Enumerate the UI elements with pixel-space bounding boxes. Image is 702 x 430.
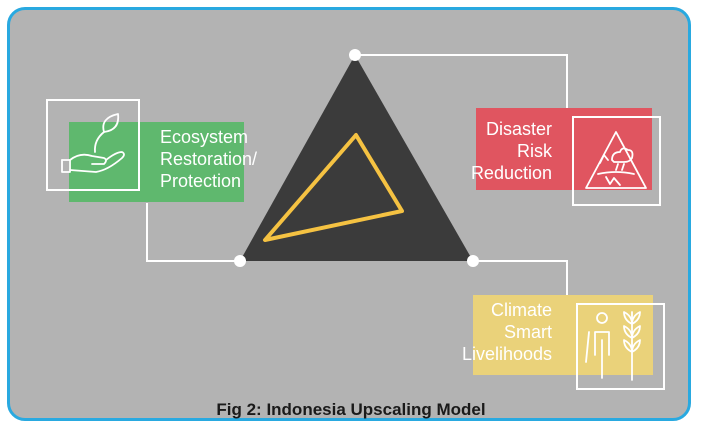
disaster-label: Disaster Risk Reduction: [470, 119, 552, 183]
center-triangle: [240, 55, 473, 261]
ecosystem-block: [69, 122, 244, 202]
disaster-icon-frame: [572, 116, 661, 206]
figure-caption: Fig 2: Indonesia Upscaling Model: [216, 400, 486, 419]
ecosystem-icon-frame: [46, 99, 140, 191]
inner-triangle: [263, 133, 404, 242]
connector-left-to-eco: [146, 203, 240, 262]
hand-plant-icon: [61, 113, 125, 173]
connector-right-to-csl: [473, 260, 568, 300]
climate-block: [473, 295, 653, 375]
farmer-crop-icon: [585, 311, 641, 381]
vertex-dot-top: [349, 49, 361, 61]
connector-lines: [146, 54, 568, 300]
climate-icon-frame: [576, 303, 665, 390]
vertex-dot-left: [234, 255, 246, 267]
ecosystem-label: Ecosystem Restoration/ Protection: [160, 127, 258, 191]
connector-top-to-drr: [355, 54, 568, 112]
vertex-dot-right: [467, 255, 479, 267]
hazard-warning-icon: [585, 131, 647, 189]
climate-label: Climate Smart Livelihoods: [461, 300, 552, 364]
